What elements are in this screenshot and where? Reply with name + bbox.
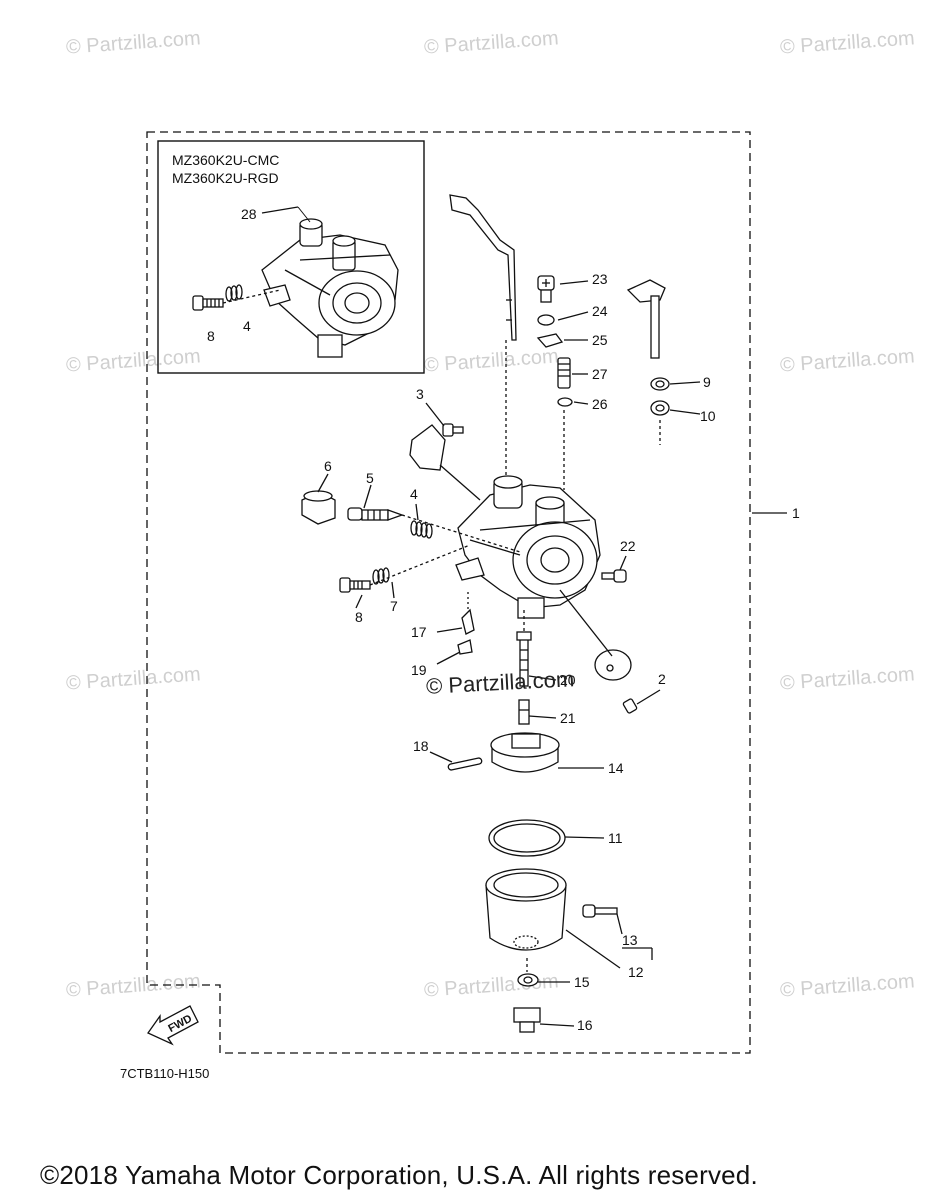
inset-spring <box>225 284 243 302</box>
bracket-25 <box>536 333 564 348</box>
washer-15 <box>517 973 539 987</box>
callout-21: 21 <box>560 710 576 726</box>
callout-27: 27 <box>592 366 608 382</box>
screw-13 <box>582 904 618 918</box>
bolt-16 <box>513 1007 541 1033</box>
o-ring-26 <box>557 397 573 407</box>
needle-17 <box>461 608 475 635</box>
callout-26: 26 <box>592 396 608 412</box>
nozzle-20 <box>516 631 532 687</box>
screw-23 <box>537 275 555 303</box>
float-bowl-12 <box>485 868 567 951</box>
callout-4: 4 <box>410 486 418 502</box>
callout-16: 16 <box>577 1017 593 1033</box>
inset-box <box>157 140 425 374</box>
callout-14: 14 <box>608 760 624 776</box>
clip-19 <box>457 639 473 655</box>
callout-13: 13 <box>622 932 638 948</box>
screw-2 <box>622 698 638 714</box>
callout-4-inset: 4 <box>243 318 251 334</box>
screw-3 <box>442 423 464 437</box>
throttle-link <box>449 194 517 341</box>
jet-21 <box>518 699 530 725</box>
spring-4 <box>410 520 433 539</box>
plate <box>409 424 446 471</box>
gasket-11 <box>488 819 566 857</box>
callout-8: 8 <box>355 609 363 625</box>
callout-6: 6 <box>324 458 332 474</box>
screw-8 <box>339 577 371 593</box>
callout-2: 2 <box>658 671 666 687</box>
copyright-notice: ©2018 Yamaha Motor Corporation, U.S.A. A… <box>40 1160 758 1190</box>
callout-8-inset: 8 <box>207 328 215 344</box>
callout-5: 5 <box>366 470 374 486</box>
inset-carburetor <box>261 218 399 358</box>
spring-7 <box>372 567 390 585</box>
cap-6 <box>301 490 336 525</box>
callout-7: 7 <box>390 598 398 614</box>
callout-24: 24 <box>592 303 608 319</box>
callout-9: 9 <box>703 374 711 390</box>
inset-screw <box>192 295 224 311</box>
throttle-shaft <box>626 279 666 359</box>
washer-10 <box>650 400 670 416</box>
callout-15: 15 <box>574 974 590 990</box>
assembly-boundary <box>146 131 751 1054</box>
callout-25: 25 <box>592 332 608 348</box>
callout-3: 3 <box>416 386 424 402</box>
callout-28: 28 <box>241 206 257 222</box>
pin-18 <box>447 757 483 771</box>
callout-10: 10 <box>700 408 716 424</box>
callout-18: 18 <box>413 738 429 754</box>
washer-24 <box>537 314 555 326</box>
callout-23: 23 <box>592 271 608 287</box>
float-14 <box>490 732 560 773</box>
jet-27 <box>557 357 571 389</box>
callout-1: 1 <box>792 505 800 521</box>
inset-model-2: MZ360K2U-RGD <box>172 170 279 186</box>
carburetor-body <box>455 475 601 619</box>
seal-9 <box>650 377 670 391</box>
inset-model-1: MZ360K2U-CMC <box>172 152 280 168</box>
callout-19: 19 <box>411 662 427 678</box>
cover-plate <box>594 649 632 681</box>
screw-22 <box>601 569 627 583</box>
callout-22: 22 <box>620 538 636 554</box>
diagram-code: 7CTB110-H150 <box>120 1066 210 1081</box>
callout-17: 17 <box>411 624 427 640</box>
callout-11: 11 <box>608 830 623 846</box>
fwd-arrow-icon <box>147 1005 199 1046</box>
needle-5 <box>347 507 404 521</box>
callout-12: 12 <box>628 964 644 980</box>
callout-20: 20 <box>560 672 576 688</box>
